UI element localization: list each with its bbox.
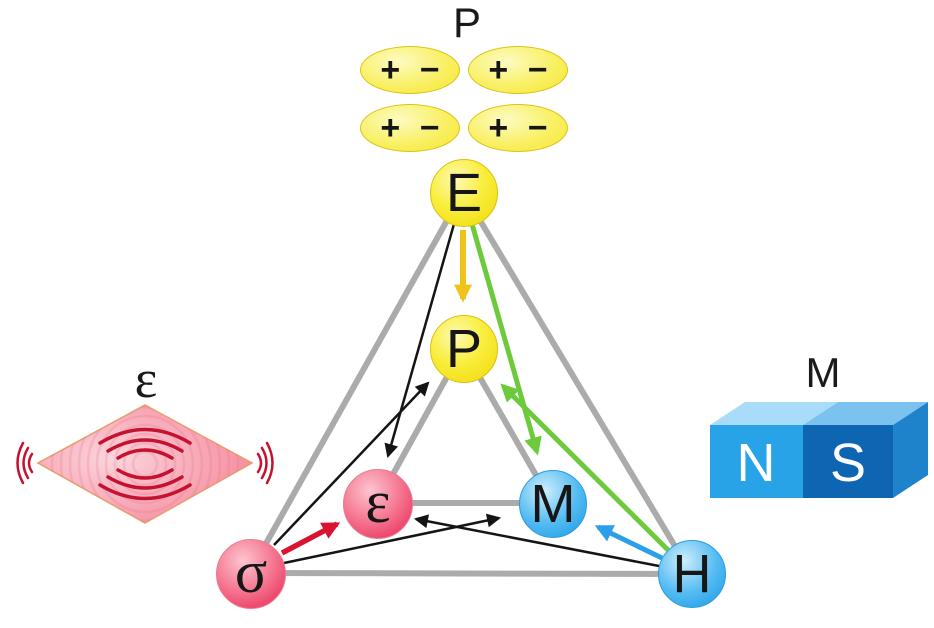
magnet-illustration: N S (710, 402, 928, 498)
magnet-top-south-face (803, 402, 928, 425)
arrow-H-P (500, 383, 670, 552)
dipole-ellipse: + − (468, 46, 568, 94)
arrow-sigma-M (283, 513, 502, 565)
plus-sign: + (380, 51, 401, 89)
minus-sign: − (419, 109, 440, 147)
plus-sign: + (488, 51, 509, 89)
node-strain: ε (343, 469, 413, 539)
magnet-top-north-face (710, 402, 838, 425)
node-strain-label: ε (365, 469, 391, 535)
vibration-marks-right-icon (256, 441, 274, 485)
arrow-H-epsilon (413, 514, 660, 568)
triangle-edges (247, 190, 694, 577)
node-magnetization-label: M (530, 474, 576, 534)
dipole-ellipse: + − (360, 46, 460, 94)
node-magnetization: M (519, 470, 587, 538)
magnet-pole-south (803, 425, 893, 498)
plus-sign: + (488, 109, 509, 147)
minus-sign: − (527, 109, 548, 147)
label-polarization: P (452, 0, 482, 46)
edge-E-sigma (247, 190, 466, 574)
node-magnetic-field: H (658, 540, 726, 608)
magnet-north-label: N (737, 433, 776, 493)
magnet-south-label: S (830, 433, 866, 493)
vibration-marks-left-icon (16, 441, 34, 485)
arrow-H-M (594, 524, 664, 561)
plus-sign: + (380, 109, 401, 147)
node-polarization: P (430, 315, 498, 383)
edge-sigma-H (249, 570, 692, 577)
label-strain: ε (134, 349, 158, 409)
cross-coupling-arrows (273, 223, 660, 568)
strain-wave-arcs (98, 427, 192, 501)
minus-sign: − (419, 51, 440, 89)
label-magnetization: M (805, 349, 841, 396)
edge-E-H (460, 190, 694, 575)
dipole-ellipse: + − (468, 104, 568, 152)
strain-plate (36, 404, 254, 524)
node-electric-field: E (430, 159, 498, 227)
node-stress: σ (216, 539, 286, 609)
dipole-ellipse: + − (360, 104, 460, 152)
node-stress-label: σ (234, 539, 268, 605)
minus-sign: − (527, 51, 548, 89)
node-electric-field-label: E (445, 163, 483, 223)
strain-plate-illustration (16, 404, 274, 524)
node-polarization-label: P (445, 319, 483, 379)
node-magnetic-field-label: H (672, 544, 712, 604)
magnet-pole-north (710, 425, 803, 498)
arrow-E-M (469, 223, 542, 456)
arrow-sigma-epsilon (280, 521, 341, 556)
arrow-sigma-P (273, 381, 430, 546)
magnet-side-face (893, 402, 928, 498)
arrow-E-epsilon (384, 223, 456, 459)
strain-plate-ripples (50, 405, 240, 523)
direct-coupling-arrows (280, 223, 670, 561)
